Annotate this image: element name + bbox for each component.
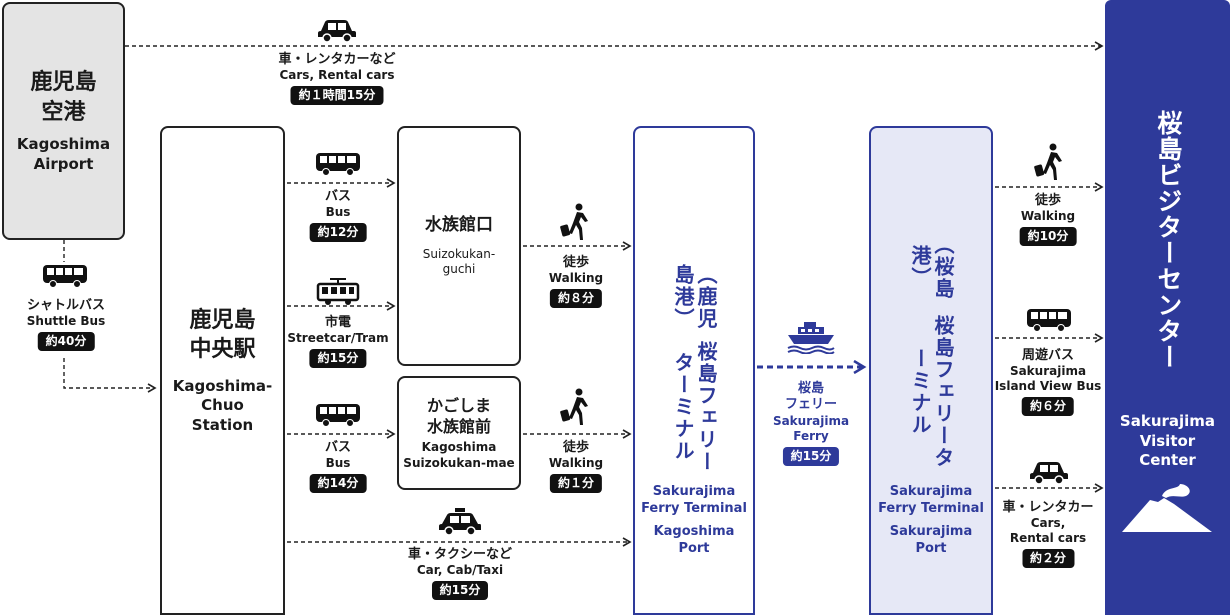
route-walk1-label: 徒歩 Walking 約８分 — [548, 255, 604, 309]
visitor-center-name-jp: 桜島ビジターセンター — [1153, 110, 1183, 370]
suizokukan-mae-name-en: Kagoshima Suizokukan-mae — [403, 440, 515, 470]
route-walk2-jp: 徒歩 — [562, 440, 589, 455]
walking-icon — [560, 203, 588, 240]
route-ferry-label: 桜島 フェリー Sakurajima Ferry 約15分 — [773, 381, 849, 466]
car-icon — [318, 20, 356, 43]
chuo-name-jp: 鹿児島 中央駅 — [189, 307, 256, 363]
route-bus1-time: 約12分 — [309, 223, 367, 243]
visitor-center-name-en: Sakurajima Visitor Center — [1119, 412, 1216, 469]
route-tram-jp: 市電 — [324, 315, 351, 330]
route-taxi-jp: 車・タクシーなど — [407, 547, 513, 562]
route-taxi-time: 約15分 — [431, 581, 489, 601]
route-bus1-jp: バス — [324, 189, 352, 204]
route-car-right-label: 車・レンタカー Cars, Rental cars 約２分 — [1002, 500, 1094, 569]
route-walk2-en: Walking — [548, 456, 604, 471]
route-bus2-label: バス Bus 約14分 — [309, 440, 367, 494]
walking-icon — [1034, 143, 1062, 180]
airport-name-en: Kagoshima Airport — [16, 135, 111, 173]
chuo-name-en: Kagoshima- Chuo Station — [172, 376, 273, 434]
route-bus2-jp: バス — [324, 440, 352, 455]
kagoshima-suizokukan-mae-box: かごしま 水族館前 Kagoshima Suizokukan-mae — [397, 376, 521, 490]
bus-icon — [316, 153, 360, 176]
route-walk3-en: Walking — [1020, 209, 1076, 224]
sakurajima-port-name-en: Sakurajima Port — [889, 523, 973, 556]
route-bus1-en: Bus — [325, 205, 351, 220]
route-island-bus-jp: 周遊バス — [1021, 348, 1074, 363]
suizokukan-mae-name-jp: かごしま 水族館前 — [426, 395, 491, 437]
walking-icon — [560, 388, 588, 425]
bus-icon — [43, 265, 87, 288]
route-ferry-en: Sakurajima Ferry — [772, 413, 850, 443]
route-ferry-time: 約15分 — [782, 446, 840, 466]
route-ferry-jp: 桜島 フェリー — [784, 381, 838, 413]
route-walk3-label: 徒歩 Walking 約10分 — [1019, 193, 1077, 247]
sakurajima-visitor-center-box: 桜島ビジターセンター Sakurajima Visitor Center — [1105, 0, 1230, 615]
route-island-bus-time: 約６分 — [1021, 397, 1074, 417]
route-car-right-en: Cars, Rental cars — [1009, 516, 1087, 546]
route-shuttle-jp: シャトルバス — [26, 298, 105, 313]
route-island-bus-label: 周遊バス Sakurajima Island View Bus 約６分 — [994, 348, 1102, 417]
route-car-top-en: Cars, Rental cars — [279, 68, 395, 83]
taxi-icon — [439, 508, 481, 536]
bus-icon — [316, 404, 360, 427]
kagoshima-terminal-name-en: Sakurajima Ferry Terminal — [641, 484, 747, 516]
route-tram-label: 市電 Streetcar/Tram 約15分 — [287, 315, 389, 369]
kagoshima-chuo-station-box: 鹿児島 中央駅 Kagoshima- Chuo Station — [160, 126, 285, 615]
bus-icon — [1027, 309, 1071, 332]
route-bus1-label: バス Bus 約12分 — [309, 189, 367, 243]
car-icon — [1030, 462, 1068, 485]
kagoshima-terminal-name-jp: 桜島フェリーターミナル — [671, 340, 718, 473]
kagoshima-airport-box: 鹿児島 空港 Kagoshima Airport — [2, 2, 125, 240]
kagoshima-port-name-en: Kagoshima Port — [653, 523, 735, 556]
route-island-bus-en: Sakurajima Island View Bus — [994, 364, 1102, 394]
route-walk3-time: 約10分 — [1019, 227, 1077, 247]
tram-icon — [316, 278, 360, 305]
route-car-top-jp: 車・レンタカーなど — [278, 52, 396, 67]
route-tram-en: Streetcar/Tram — [287, 331, 389, 346]
route-car-right-jp: 車・レンタカー — [1002, 500, 1094, 515]
route-tram-time: 約15分 — [309, 349, 367, 369]
route-car-top-time: 約１時間15分 — [290, 86, 384, 106]
suizokukan-guchi-box: 水族館口 Suizokukan- guchi — [397, 126, 521, 366]
route-walk1-time: 約８分 — [549, 289, 602, 309]
route-walk3-jp: 徒歩 — [1034, 193, 1062, 208]
suizokukan-name-en: Suizokukan- guchi — [422, 246, 496, 277]
route-shuttle-time: 約40分 — [37, 332, 95, 352]
route-walk2-label: 徒歩 Walking 約１分 — [548, 440, 604, 494]
route-shuttle-en: Shuttle Bus — [26, 314, 106, 329]
volcano-icon — [1122, 484, 1212, 532]
sakurajima-port-terminal-box: 桜島フェリーターミナル （桜島港） Sakurajima Ferry Termi… — [869, 126, 993, 615]
route-shuttle-label: シャトルバス Shuttle Bus 約40分 — [26, 298, 106, 352]
suizokukan-name-jp: 水族館口 — [425, 214, 493, 235]
sakurajima-terminal-name-jp: 桜島フェリーターミナル — [908, 315, 955, 470]
route-car-top-label: 車・レンタカーなど Cars, Rental cars 約１時間15分 — [278, 52, 396, 106]
kagoshima-port-terminal-box: 桜島フェリーターミナル （鹿児島港） Sakurajima Ferry Term… — [633, 126, 755, 615]
route-walk2-time: 約１分 — [549, 474, 602, 494]
sakurajima-terminal-name-en: Sakurajima Ferry Terminal — [878, 484, 984, 516]
route-taxi-label: 車・タクシーなど Car, Cab/Taxi 約15分 — [407, 547, 513, 601]
sakurajima-port-name-jp: （桜島港） — [908, 234, 955, 301]
route-bus2-time: 約14分 — [309, 474, 367, 494]
route-bus2-en: Bus — [325, 456, 351, 471]
route-walk1-en: Walking — [548, 271, 604, 286]
ferry-icon — [787, 322, 835, 354]
route-taxi-en: Car, Cab/Taxi — [416, 563, 504, 578]
route-car-right-time: 約２分 — [1021, 549, 1075, 569]
kagoshima-port-name-jp: （鹿児島港） — [671, 263, 718, 330]
route-walk1-jp: 徒歩 — [562, 255, 589, 270]
airport-name-jp: 鹿児島 空港 — [30, 69, 97, 125]
